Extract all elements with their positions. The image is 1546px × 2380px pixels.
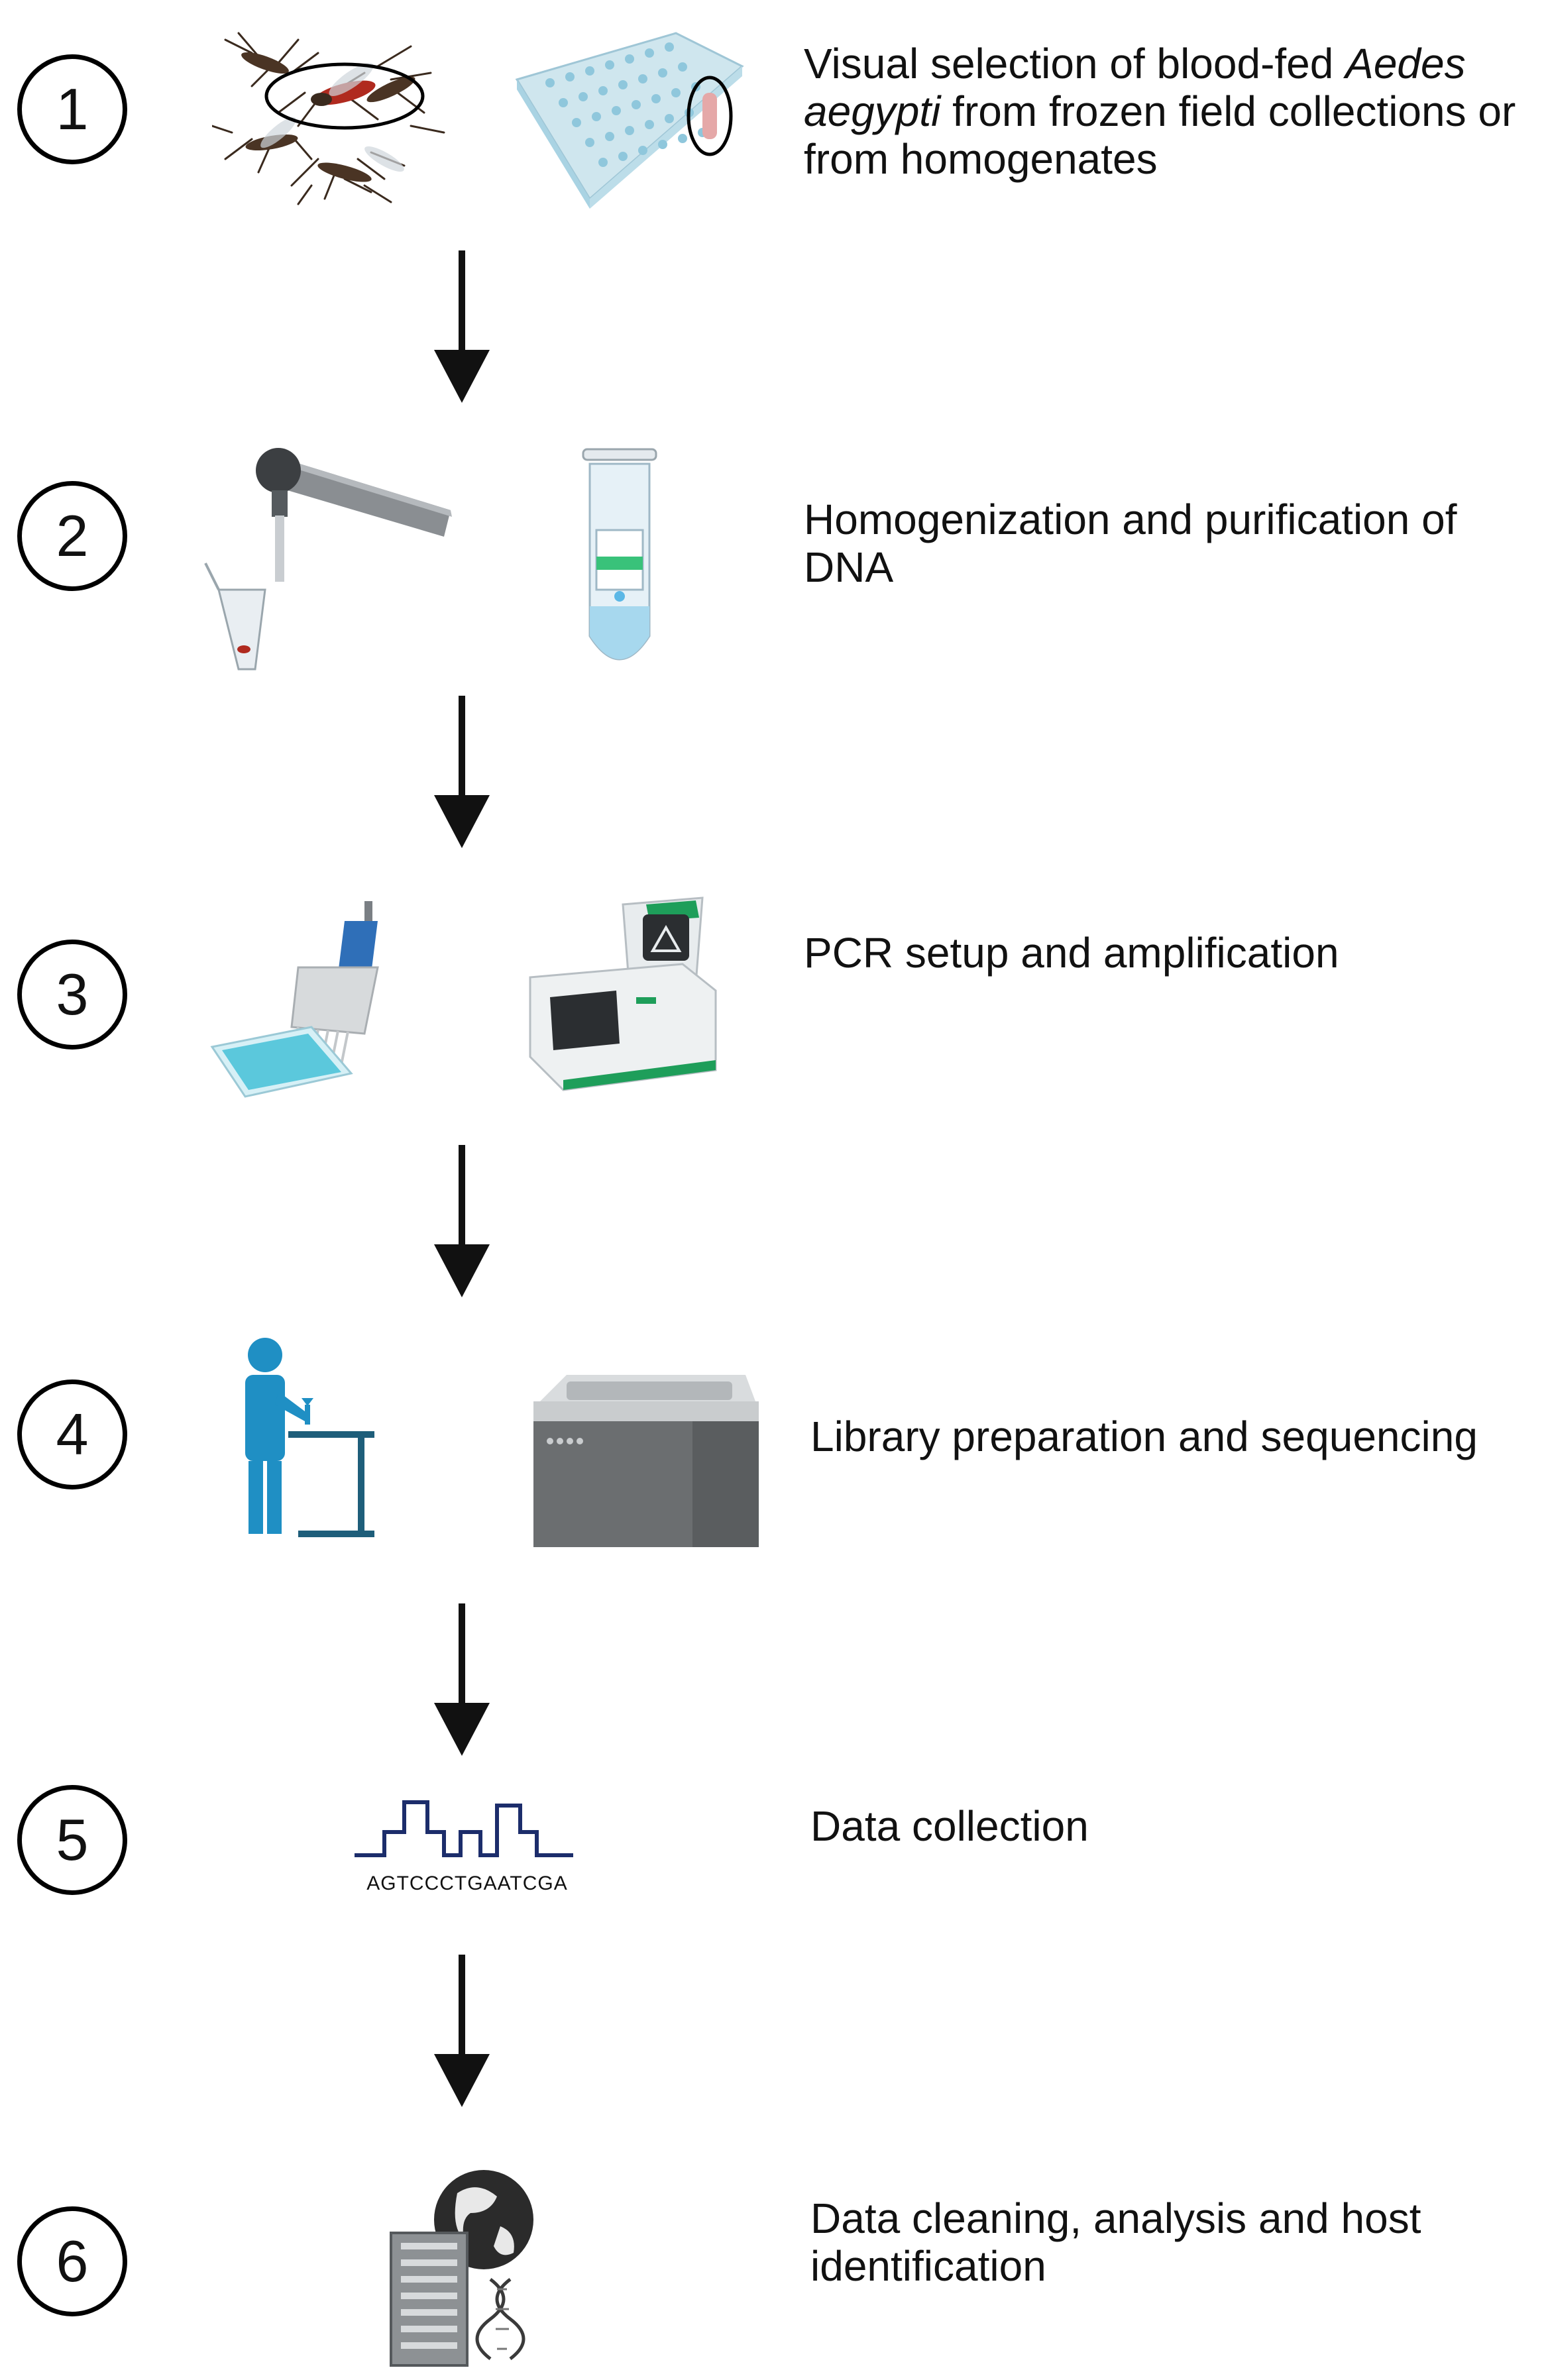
step-4-text: Library preparation and sequencing [810, 1413, 1478, 1460]
step-6-number: 6 [56, 2228, 89, 2294]
step-1-text-end: from frozen field collections or from ho… [804, 87, 1516, 183]
well-plate-icon [515, 32, 744, 209]
sequencer-icon [533, 1375, 759, 1547]
step-1-number: 1 [56, 76, 89, 142]
arrow-down-icon [434, 1955, 490, 2107]
arrow-down-icon [434, 250, 490, 403]
multichannel-pipette-icon [210, 901, 379, 1098]
spin-column-icon [582, 448, 657, 661]
arrow-down-icon [434, 1603, 490, 1756]
chromatogram-icon [355, 1800, 573, 1857]
thermal-cycler-icon [529, 896, 717, 1091]
step-3-text: PCR setup and amplification [804, 929, 1339, 977]
lab-worker-icon [245, 1338, 374, 1537]
step-1-circle: 1 [17, 54, 127, 164]
arrow-down-icon [434, 696, 490, 848]
step-2-text: Homogenization and purification of DNA [804, 496, 1457, 591]
step-5-circle: 5 [17, 1785, 127, 1895]
mosquitoes-icon [212, 32, 445, 205]
step-2-circle: 2 [17, 481, 127, 591]
step-2-number: 2 [56, 503, 89, 568]
step-1-text-start: Visual selection of blood-fed [804, 40, 1346, 87]
species-name: Aedes aegypti [804, 40, 1466, 135]
step-3-number: 3 [56, 961, 89, 1027]
step-1-text: Visual selection of blood-fed Aedes aegy… [804, 40, 1539, 183]
step-6-text: Data cleaning, analysis and host identif… [810, 2194, 1421, 2290]
homogenizer-icon [204, 448, 452, 671]
step-6-circle: 6 [17, 2206, 127, 2316]
step-5-number: 5 [56, 1807, 89, 1872]
server-globe-dna-icon [390, 2170, 533, 2367]
step-3-circle: 3 [17, 940, 127, 1050]
sequence-label: AGTCCCTGAATCGA [366, 1872, 568, 1894]
step-5-text: Data collection [810, 1802, 1089, 1850]
arrow-down-icon [434, 1145, 490, 1297]
step-4-circle: 4 [17, 1379, 127, 1489]
step-4-number: 4 [56, 1401, 89, 1467]
